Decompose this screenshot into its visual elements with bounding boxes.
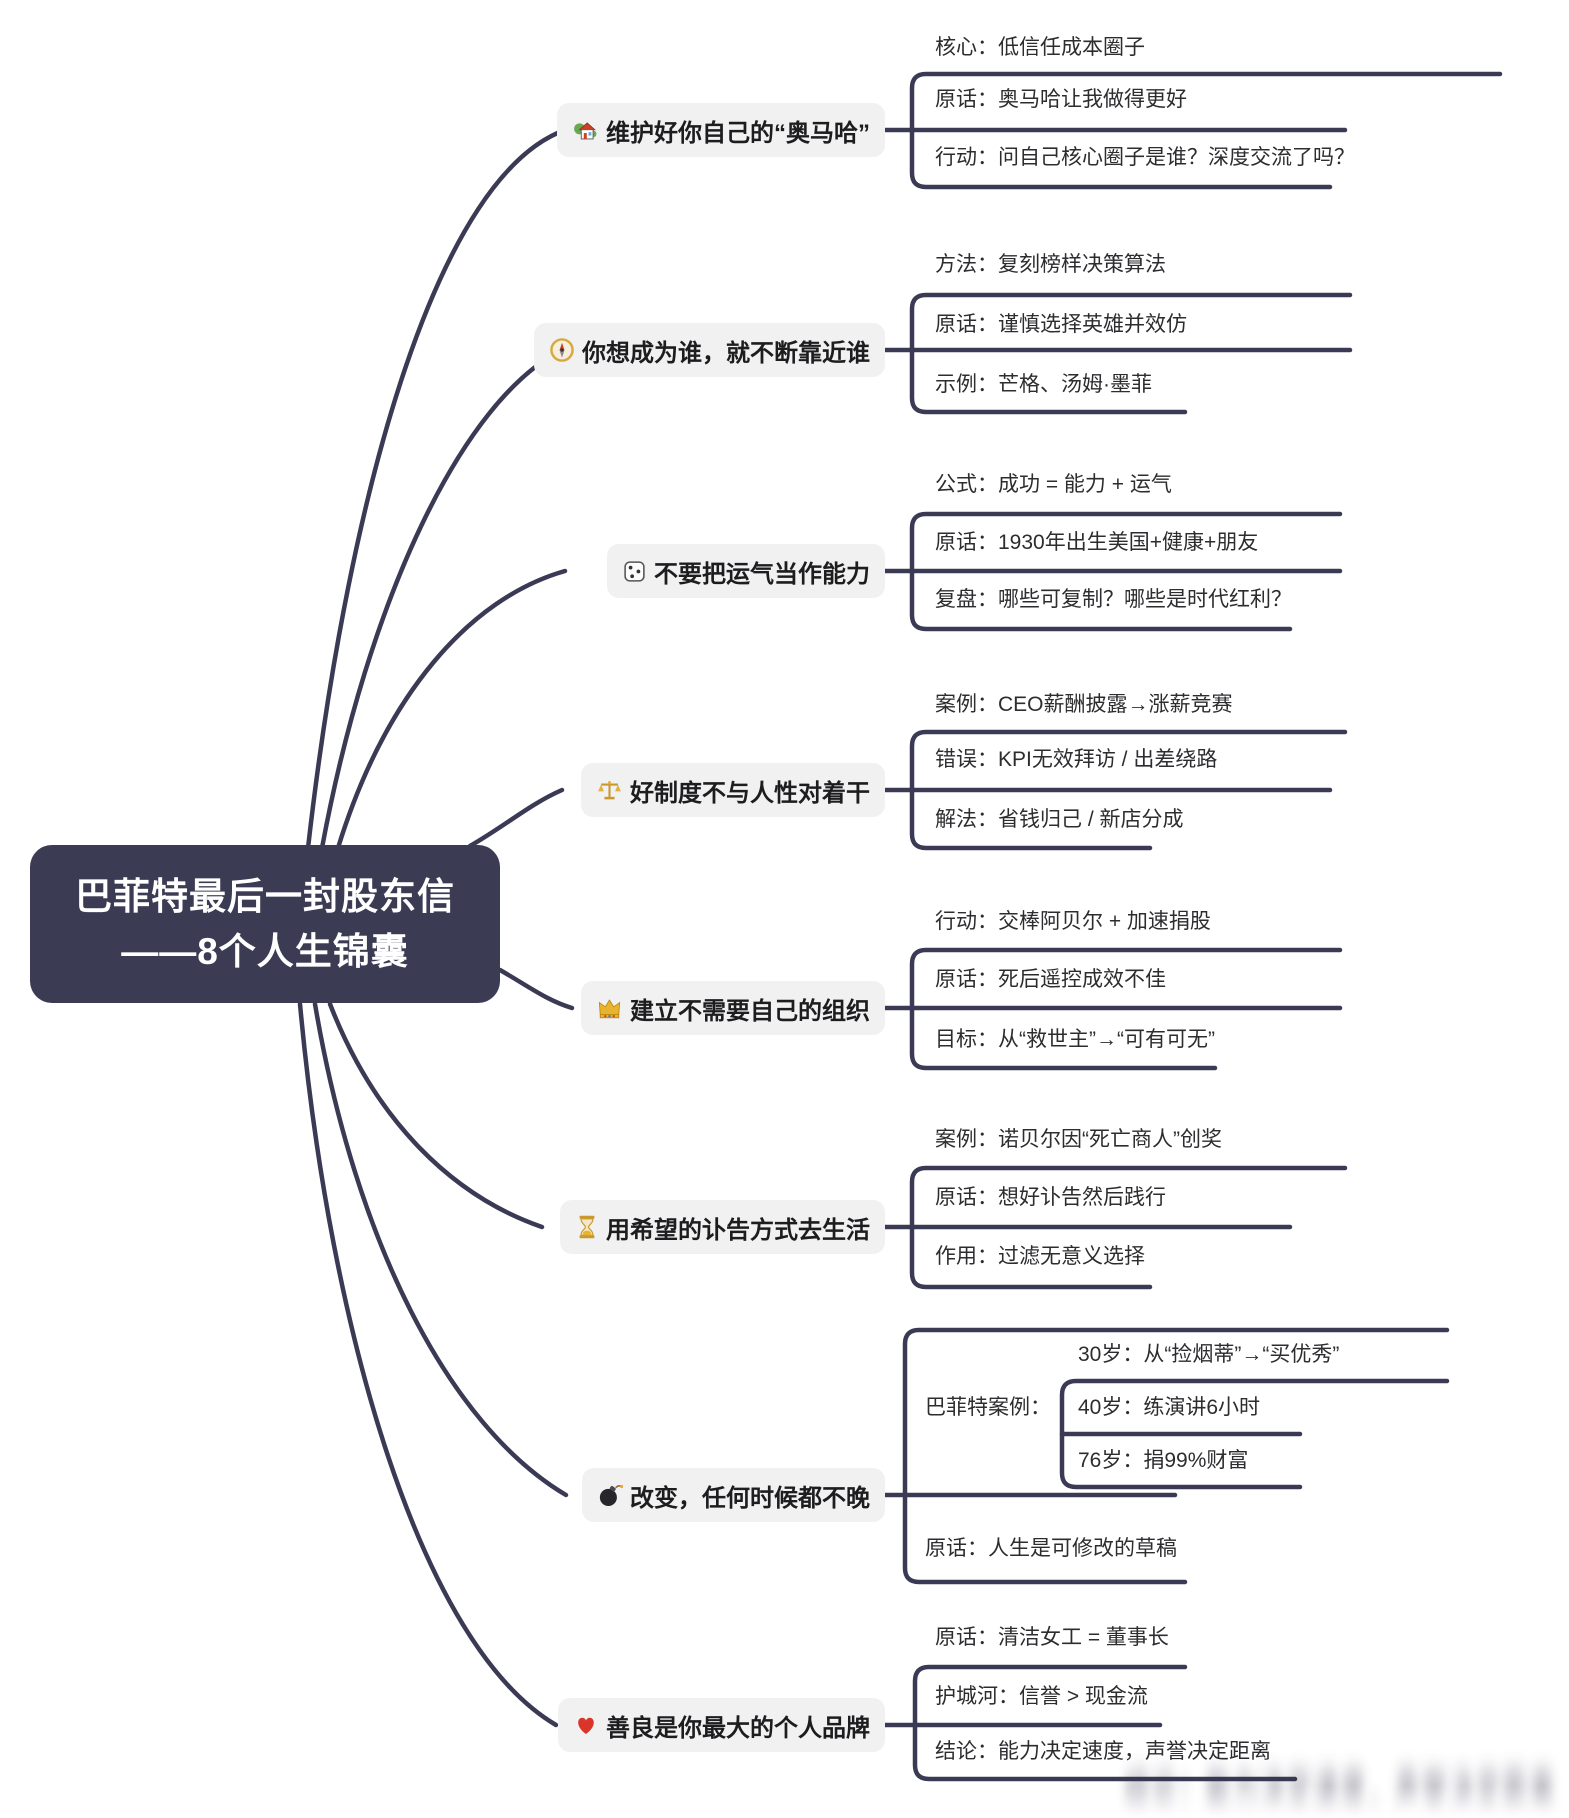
child-node[interactable]: 案例：诺贝尔因“死亡商人”创奖	[935, 1128, 1222, 1151]
child-node[interactable]: 原话：死后遥控成效不佳	[935, 968, 1166, 991]
child-node[interactable]: 原话：想好讣告然后践行	[935, 1186, 1166, 1209]
topic-label: 好制度不与人性对着干	[630, 779, 870, 807]
child-node[interactable]: 原话：人生是可修改的草稿	[925, 1537, 1177, 1560]
child-node[interactable]: 76岁：捐99%财富	[1078, 1449, 1249, 1472]
topic-omaha[interactable]: 维护好你自己的“奥马哈”	[557, 103, 885, 157]
child-node[interactable]: 行动：问自己核心圈子是谁？深度交流了吗？	[935, 146, 1355, 169]
hourglass-icon	[575, 1214, 599, 1240]
topic-label: 不要把运气当作能力	[654, 560, 870, 588]
crown-icon	[596, 995, 623, 1022]
child-node[interactable]: 行动：交棒阿贝尔 + 加速捐股	[935, 910, 1211, 933]
dice-icon	[622, 559, 647, 584]
topic-label: 维护好你自己的“奥马哈”	[606, 119, 870, 147]
child-node[interactable]: 原话：清洁女工 = 董事长	[935, 1626, 1169, 1649]
child-node[interactable]: 结论：能力决定速度，声誉决定距离	[935, 1740, 1271, 1763]
child-node[interactable]: 原话：奥马哈让我做得更好	[935, 88, 1187, 111]
child-node[interactable]: 护城河：信誉 > 现金流	[935, 1685, 1148, 1708]
bottom-fade	[0, 1786, 1569, 1818]
topic-label: 建立不需要自己的组织	[630, 997, 870, 1025]
child-node[interactable]: 原话：1930年出生美国+健康+朋友	[935, 531, 1259, 554]
child-node[interactable]: 40岁：练演讲6小时	[1078, 1396, 1261, 1419]
child-node[interactable]: 错误：KPI无效拜访 / 出差绕路	[935, 748, 1218, 771]
topic-label: 你想成为谁，就不断靠近谁	[582, 339, 870, 367]
child-node[interactable]: 示例：芒格、汤姆·墨菲	[935, 373, 1152, 396]
heart-icon	[573, 1712, 599, 1738]
central-topic-line1: 巴菲特最后一封股东信	[75, 875, 455, 917]
topic-kindness-brand[interactable]: 善良是你最大的个人品牌	[558, 1698, 885, 1752]
topic-label: 用希望的讣告方式去生活	[606, 1216, 870, 1244]
bomb-icon	[597, 1482, 623, 1508]
child-node-case-label[interactable]: 巴菲特案例：	[925, 1396, 1051, 1419]
child-node[interactable]: 解法：省钱归己 / 新店分成	[935, 808, 1184, 831]
child-node[interactable]: 公式：成功 = 能力 + 运气	[935, 473, 1172, 496]
child-node[interactable]: 作用：过滤无意义选择	[935, 1245, 1145, 1268]
central-topic-node[interactable]: 巴菲特最后一封股东信 ——8个人生锦囊	[30, 845, 500, 1003]
child-node[interactable]: 目标：从“救世主”→“可有可无”	[935, 1028, 1215, 1051]
topic-org-without-you[interactable]: 建立不需要自己的组织	[581, 981, 885, 1035]
topic-label: 善良是你最大的个人品牌	[606, 1714, 870, 1742]
child-node[interactable]: 方法：复刻榜样决策算法	[935, 253, 1166, 276]
scale-icon	[596, 777, 623, 804]
topic-luck-not-ability[interactable]: 不要把运气当作能力	[607, 544, 885, 598]
topic-become-who[interactable]: 你想成为谁，就不断靠近谁	[534, 323, 885, 377]
child-node[interactable]: 原话：谨慎选择英雄并效仿	[935, 313, 1187, 336]
house-icon	[572, 117, 599, 144]
child-node[interactable]: 30岁：从“捡烟蒂”→“买优秀”	[1078, 1343, 1340, 1366]
topic-system-human-nature[interactable]: 好制度不与人性对着干	[581, 763, 885, 817]
topic-obituary-living[interactable]: 用希望的讣告方式去生活	[560, 1200, 885, 1254]
child-node[interactable]: 复盘：哪些可复制？哪些是时代红利？	[935, 588, 1292, 611]
central-topic-line2: ——8个人生锦囊	[121, 931, 409, 972]
topic-label: 改变，任何时候都不晚	[630, 1484, 870, 1512]
topic-change-never-late[interactable]: 改变，任何时候都不晚	[582, 1468, 885, 1522]
child-node[interactable]: 案例：CEO薪酬披露→涨薪竞赛	[935, 693, 1233, 716]
child-node[interactable]: 核心：低信任成本圈子	[935, 36, 1145, 59]
compass-icon	[549, 337, 575, 363]
